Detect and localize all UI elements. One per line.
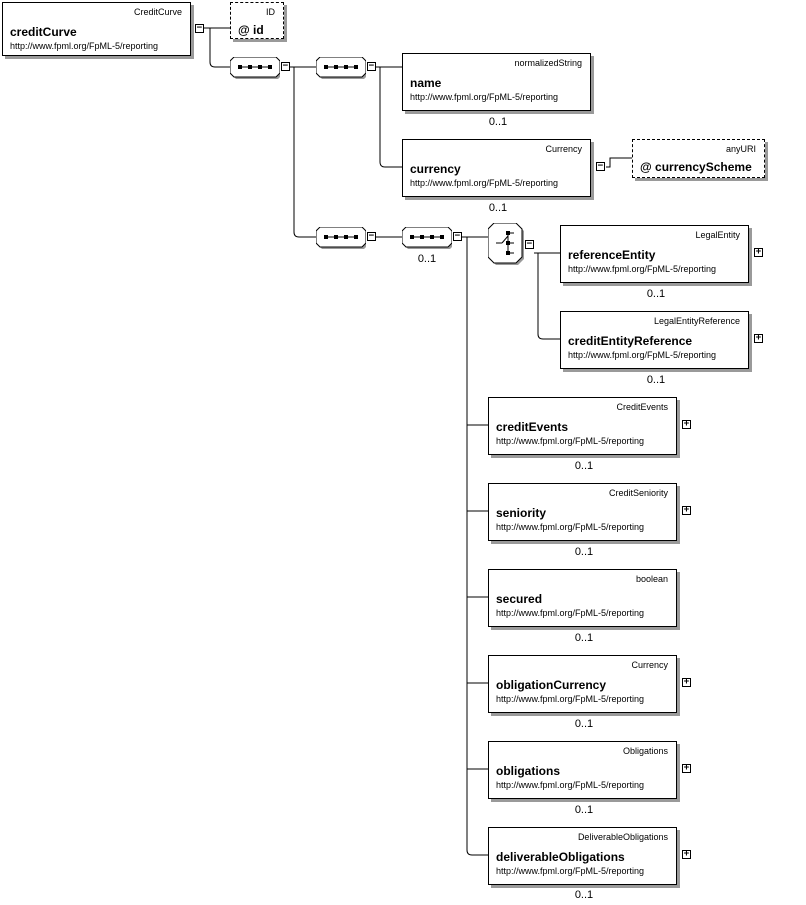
element-name-label: creditEntityReference bbox=[568, 334, 693, 348]
collapse-toggle-sequence-name-currency[interactable]: − bbox=[367, 61, 376, 71]
cardinality-reference-entity: 0..1 bbox=[646, 288, 666, 300]
cardinality-currency: 0..1 bbox=[488, 202, 508, 214]
element-name-label: secured bbox=[496, 592, 543, 606]
cardinality-name: 0..1 bbox=[488, 116, 508, 128]
cardinality-credit-entity-reference: 0..1 bbox=[646, 374, 666, 386]
type-label: normalizedString bbox=[514, 58, 582, 68]
element-seniority[interactable]: CreditSeniority seniority http://www.fpm… bbox=[488, 483, 677, 541]
collapse-toggle-sequence-root[interactable]: − bbox=[281, 61, 290, 71]
element-name-label: deliverableObligations bbox=[496, 850, 625, 864]
cardinality-seniority: 0..1 bbox=[574, 546, 594, 558]
cardinality-inner-sequence: 0..1 bbox=[417, 253, 437, 265]
element-name-label: obligations bbox=[496, 764, 560, 778]
namespace-label: http://www.fpml.org/FpML-5/reporting bbox=[496, 866, 645, 876]
type-label: Currency bbox=[631, 660, 668, 670]
attribute-name: @ currencyScheme bbox=[640, 160, 752, 174]
element-name: creditCurve bbox=[10, 25, 77, 39]
element-name-label: seniority bbox=[496, 506, 547, 520]
type-label: CreditCurve bbox=[133, 7, 182, 17]
expand-toggle-credit-entity-reference[interactable]: + bbox=[754, 333, 763, 343]
namespace-label: http://www.fpml.org/FpML-5/reporting bbox=[410, 92, 559, 102]
type-label: anyURI bbox=[725, 144, 756, 154]
cardinality-secured: 0..1 bbox=[574, 632, 594, 644]
expand-toggle-deliverable-obligations[interactable]: + bbox=[682, 849, 691, 859]
sequence-compositor-entity[interactable] bbox=[316, 227, 366, 249]
type-label: LegalEntity bbox=[695, 230, 740, 240]
cardinality-credit-events: 0..1 bbox=[574, 460, 594, 472]
element-secured[interactable]: boolean secured http://www.fpml.org/FpML… bbox=[488, 569, 677, 627]
type-label: DeliverableObligations bbox=[577, 832, 668, 842]
choice-compositor[interactable] bbox=[488, 223, 526, 265]
element-obligation-currency[interactable]: Currency obligationCurrency http://www.f… bbox=[488, 655, 677, 713]
element-reference-entity[interactable]: LegalEntity referenceEntity http://www.f… bbox=[560, 225, 749, 283]
expand-toggle-obligation-currency[interactable]: + bbox=[682, 677, 691, 687]
namespace-label: http://www.fpml.org/FpML-5/reporting bbox=[10, 41, 159, 51]
namespace-label: http://www.fpml.org/FpML-5/reporting bbox=[496, 522, 645, 532]
collapse-toggle-sequence-entity[interactable]: − bbox=[367, 231, 376, 241]
type-label: Currency bbox=[545, 144, 582, 154]
namespace-label: http://www.fpml.org/FpML-5/reporting bbox=[496, 608, 645, 618]
element-credit-events[interactable]: CreditEvents creditEvents http://www.fpm… bbox=[488, 397, 677, 455]
element-name-label: currency bbox=[410, 162, 461, 176]
element-name-label: creditEvents bbox=[496, 420, 569, 434]
expand-toggle-seniority[interactable]: + bbox=[682, 505, 691, 515]
collapse-toggle-choice[interactable]: − bbox=[525, 239, 534, 249]
cardinality-obligations: 0..1 bbox=[574, 804, 594, 816]
expand-toggle-credit-events[interactable]: + bbox=[682, 419, 691, 429]
namespace-label: http://www.fpml.org/FpML-5/reporting bbox=[496, 694, 645, 704]
element-name[interactable]: normalizedString name http://www.fpml.or… bbox=[402, 53, 591, 111]
namespace-label: http://www.fpml.org/FpML-5/reporting bbox=[568, 350, 717, 360]
collapse-toggle-credit-curve[interactable]: − bbox=[195, 23, 204, 33]
attribute-id[interactable]: ID @ id bbox=[230, 2, 284, 39]
collapse-toggle-sequence-inner[interactable]: − bbox=[453, 231, 462, 241]
namespace-label: http://www.fpml.org/FpML-5/reporting bbox=[496, 780, 645, 790]
expand-toggle-reference-entity[interactable]: + bbox=[754, 247, 763, 257]
element-currency[interactable]: Currency currency http://www.fpml.org/Fp… bbox=[402, 139, 591, 197]
element-obligations[interactable]: Obligations obligations http://www.fpml.… bbox=[488, 741, 677, 799]
collapse-toggle-currency[interactable]: − bbox=[596, 161, 605, 171]
type-label: boolean bbox=[635, 574, 668, 584]
sequence-compositor-name-currency[interactable] bbox=[316, 57, 366, 79]
attribute-currency-scheme[interactable]: anyURI @ currencyScheme bbox=[632, 139, 765, 178]
type-label: Obligations bbox=[622, 746, 668, 756]
type-label: ID bbox=[266, 7, 275, 17]
namespace-label: http://www.fpml.org/FpML-5/reporting bbox=[568, 264, 717, 274]
attribute-name: @ id bbox=[238, 23, 264, 37]
sequence-compositor-root[interactable] bbox=[230, 57, 280, 79]
cardinality-obligation-currency: 0..1 bbox=[574, 718, 594, 730]
namespace-label: http://www.fpml.org/FpML-5/reporting bbox=[496, 436, 645, 446]
element-credit-entity-reference[interactable]: LegalEntityReference creditEntityReferen… bbox=[560, 311, 749, 369]
element-name-label: name bbox=[410, 76, 442, 90]
expand-toggle-obligations[interactable]: + bbox=[682, 763, 691, 773]
element-name-label: referenceEntity bbox=[568, 248, 656, 262]
namespace-label: http://www.fpml.org/FpML-5/reporting bbox=[410, 178, 559, 188]
element-credit-curve[interactable]: CreditCurve creditCurve http://www.fpml.… bbox=[2, 2, 191, 56]
type-label: CreditEvents bbox=[616, 402, 668, 412]
sequence-compositor-inner[interactable] bbox=[402, 227, 452, 249]
type-label: LegalEntityReference bbox=[653, 316, 740, 326]
element-name-label: obligationCurrency bbox=[496, 678, 607, 692]
type-label: CreditSeniority bbox=[608, 488, 668, 498]
element-deliverable-obligations[interactable]: DeliverableObligations deliverableObliga… bbox=[488, 827, 677, 885]
cardinality-deliverable-obligations: 0..1 bbox=[574, 889, 594, 901]
